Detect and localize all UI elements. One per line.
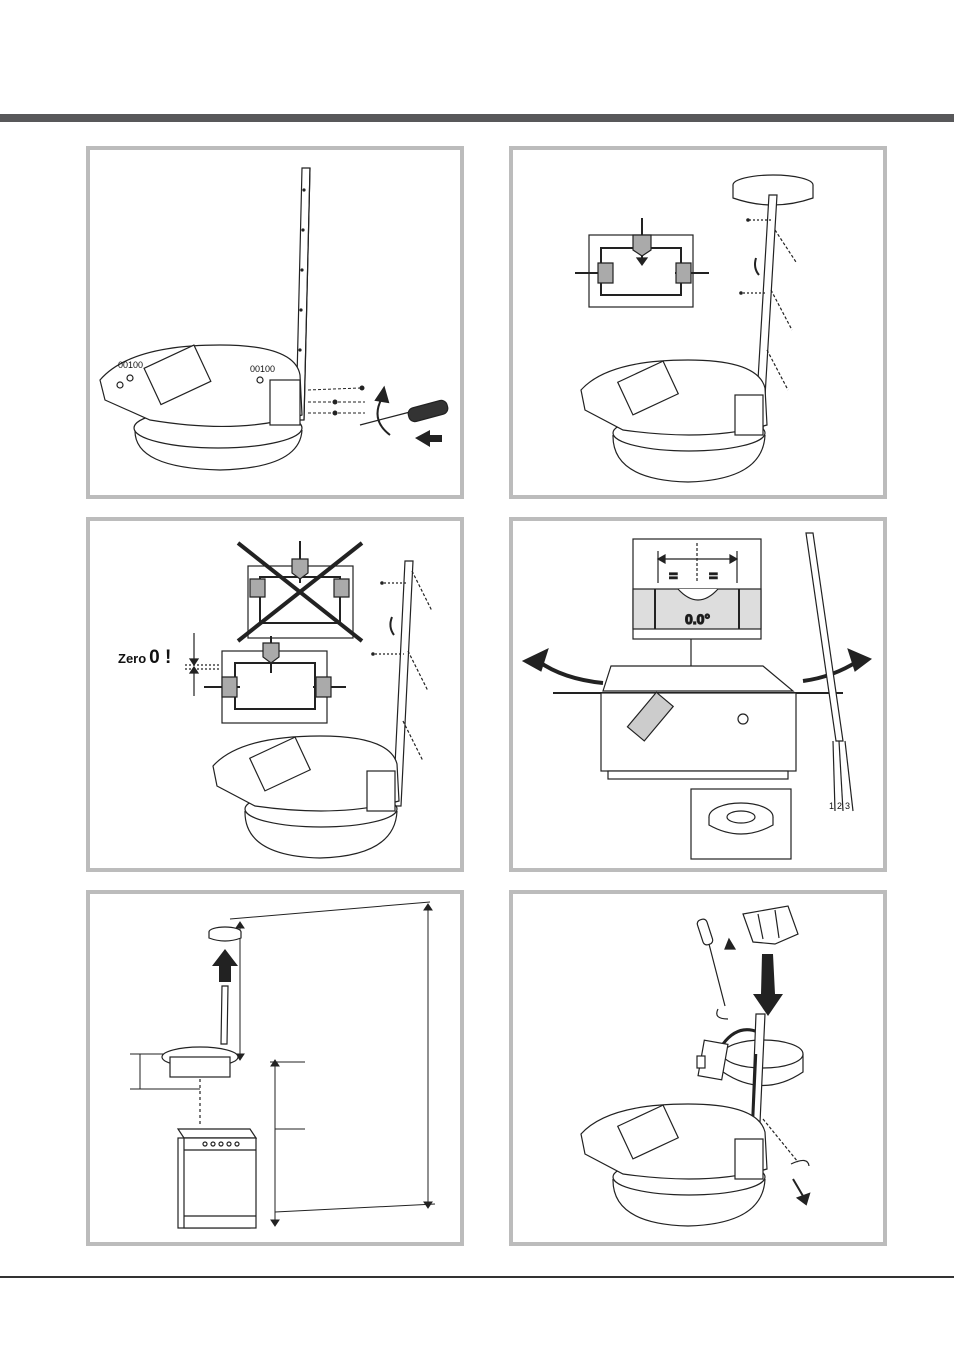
svg-text:3: 3 [845, 801, 850, 811]
instruction-panel-6 [509, 890, 887, 1246]
instruction-panel-4: = = 0.0° 1 2 3 [509, 517, 887, 872]
footer-rule [0, 1276, 954, 1278]
up-arrow-icon [212, 949, 238, 982]
svg-text:2: 2 [837, 801, 842, 811]
correct-level-diagram-icon [204, 636, 346, 723]
tilt-arrow-right-icon [803, 649, 871, 681]
hood-icon [162, 1047, 238, 1124]
ceiling-plate-icon [209, 927, 241, 941]
screws-icon [308, 386, 365, 415]
screwdriver-icon [696, 918, 735, 1019]
level-diagram-icon [575, 218, 709, 307]
svg-text:=: = [709, 568, 718, 585]
svg-text:00100: 00100 [250, 364, 275, 374]
ceiling-plate-base-icon [581, 360, 767, 482]
bracket-icon [743, 906, 798, 944]
support-rod-icon [806, 533, 853, 811]
down-arrow-icon [753, 954, 783, 1016]
support-rod-icon [221, 986, 228, 1044]
svg-text:1: 1 [829, 801, 834, 811]
washer-icon [691, 789, 791, 859]
tilt-arrow-left-icon [523, 649, 603, 683]
ceiling-plate-base-icon [581, 1104, 767, 1226]
ceiling-plate-icon [213, 736, 399, 858]
rotate-arrow-icon [376, 388, 390, 435]
down-right-arrow-icon [791, 1160, 809, 1204]
instruction-panel-5 [86, 890, 464, 1246]
instruction-panel-2 [509, 146, 887, 499]
svg-text:=: = [669, 568, 678, 585]
push-arrow-icon [415, 430, 442, 447]
instruction-panel-1: 00100 00100 [86, 146, 464, 499]
incorrect-level-diagram-icon [238, 541, 362, 641]
cooker-icon [178, 1129, 256, 1228]
header-bar [0, 114, 954, 122]
ceiling-plate-icon: 00100 00100 [100, 345, 302, 470]
shim-labels: 1 2 3 [829, 801, 850, 811]
screwdriver-icon [360, 399, 449, 425]
svg-text:00100: 00100 [118, 360, 143, 370]
spirit-level-icon: = = 0.0° [633, 539, 761, 667]
svg-text:0.0°: 0.0° [685, 611, 710, 627]
